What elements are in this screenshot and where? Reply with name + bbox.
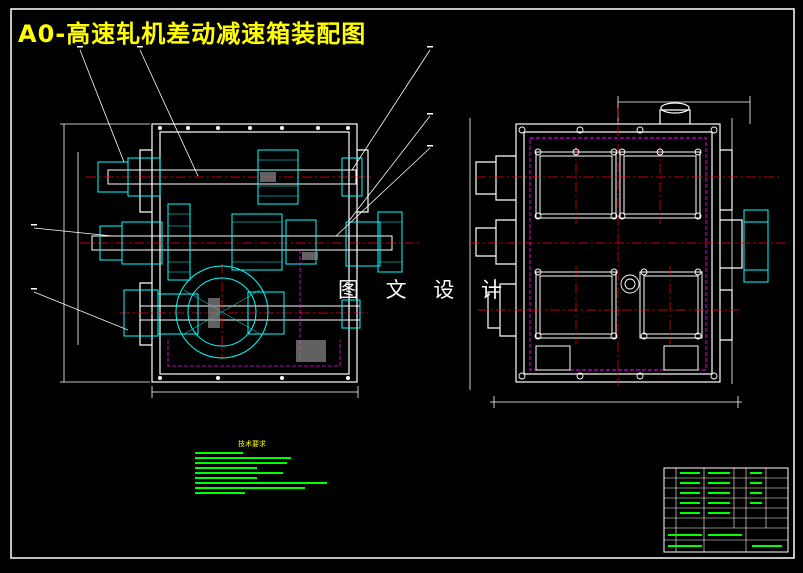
plan-housing (475, 102, 743, 383)
plan-bolt-holes (518, 126, 718, 380)
front-section-view (31, 46, 433, 398)
title-block-text (668, 472, 782, 547)
plan-view (469, 96, 790, 408)
plan-dimension-lines (469, 96, 751, 408)
technical-notes-heading: 技术要求 (238, 440, 266, 448)
gear-hatching (168, 159, 402, 335)
title-block (663, 467, 789, 553)
leader-lines (33, 49, 431, 331)
plan-centerlines (470, 108, 790, 386)
housing-bolts (158, 126, 350, 380)
inspection-covers (535, 151, 703, 371)
leader-tags (31, 46, 433, 290)
shaft-centerlines (80, 176, 420, 360)
gearbox-housing (139, 123, 369, 383)
title-block-grid (664, 468, 788, 552)
gears-and-bearings (97, 149, 403, 359)
drawing-title: A0-高速轧机差动减速箱装配图 (18, 20, 367, 48)
watermark-text: 图 文 设 计 (338, 278, 513, 302)
bearing-fills (208, 172, 326, 362)
dimension-lines (60, 123, 359, 398)
output-gear (743, 209, 769, 283)
sheet-border (10, 8, 795, 559)
technical-notes (195, 452, 327, 494)
